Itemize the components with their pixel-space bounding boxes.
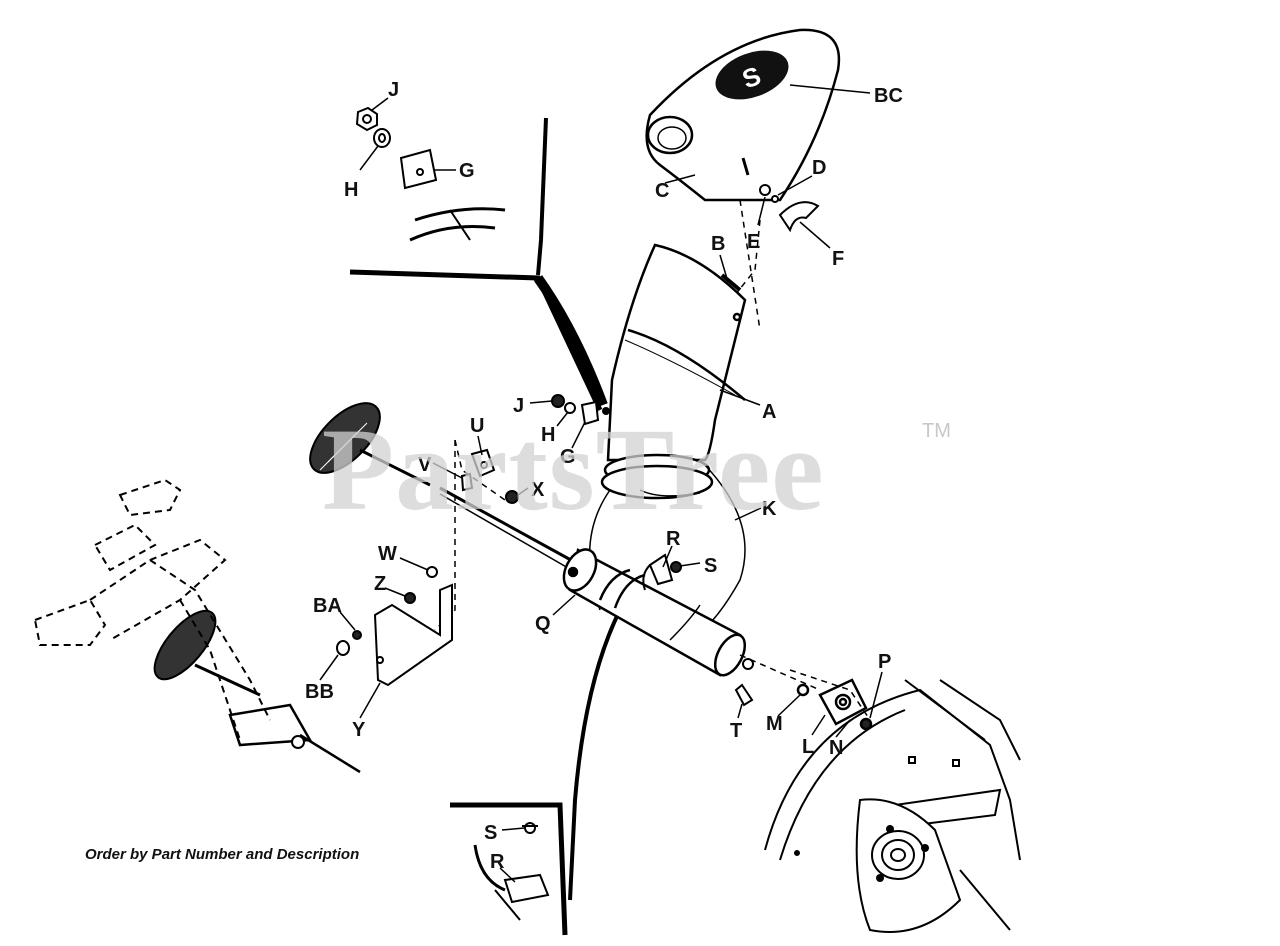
callout-m: M (766, 713, 783, 735)
dashed-frame (33, 478, 271, 741)
callout-w: W (378, 543, 397, 565)
callout-n: N (829, 737, 843, 759)
leaders-top-left (359, 97, 456, 171)
callout-bc: BC (874, 85, 903, 107)
pin-t (734, 658, 754, 707)
callout-p: P (878, 651, 891, 673)
callout-j-mid: J (513, 395, 524, 417)
callout-y: Y (352, 719, 366, 741)
clip-r-s-mid (642, 553, 682, 591)
housing-outline (349, 117, 622, 936)
washer-h-top (373, 128, 391, 148)
callout-k: K (762, 498, 777, 520)
callout-v: V (418, 454, 432, 476)
callout-bb: BB (305, 681, 334, 703)
crank-handle (309, 402, 581, 573)
callout-t: T (730, 720, 742, 742)
control-tube-q (562, 548, 747, 677)
bracket-y (336, 566, 453, 687)
deflector-hardware (759, 184, 820, 233)
watermark: PartsTree (322, 404, 825, 535)
nut-j-top (355, 106, 378, 132)
chute-tube (600, 243, 747, 500)
bottom-left-handle (153, 609, 361, 774)
callout-h-mid: H (541, 424, 555, 446)
callout-h-top: H (344, 179, 358, 201)
callout-r-mid: R (666, 528, 681, 550)
dashed-guide-chute (734, 199, 761, 331)
dashed-guide-right (739, 654, 871, 721)
callout-s-mid: S (704, 555, 717, 577)
footer-note: Order by Part Number and Description (85, 846, 360, 863)
hardware-mid (551, 394, 610, 426)
callout-f: F (832, 248, 844, 270)
callout-d: D (812, 157, 826, 179)
callout-ba: BA (313, 595, 342, 617)
callout-e: E (747, 231, 760, 253)
leader-lines (319, 84, 883, 883)
watermark-trademark: TM (922, 420, 951, 442)
callout-s-bottom: S (484, 822, 497, 844)
callout-x: X (531, 479, 545, 501)
callout-l: L (802, 736, 814, 758)
bracket-u-v-x (460, 448, 519, 504)
callout-j-top: J (388, 79, 399, 101)
callout-r-bottom: R (490, 851, 505, 873)
hardware-top-left (355, 106, 506, 242)
callout-a: A (762, 401, 776, 423)
callout-c: C (655, 180, 669, 202)
callout-b: B (711, 233, 725, 255)
chute-deflector: S (645, 28, 841, 202)
plate-l-n (796, 678, 873, 731)
impeller-housing (764, 679, 1021, 933)
callout-z: Z (374, 573, 386, 595)
clip-r-s-bottom (473, 822, 550, 921)
callout-u: U (470, 415, 484, 437)
callout-g-mid: G (560, 446, 576, 468)
callout-q: Q (535, 613, 551, 635)
callout-g-top: G (459, 160, 475, 182)
callout-labels: J H G BC C D E F B A J H G U V X K R S W… (305, 79, 903, 873)
